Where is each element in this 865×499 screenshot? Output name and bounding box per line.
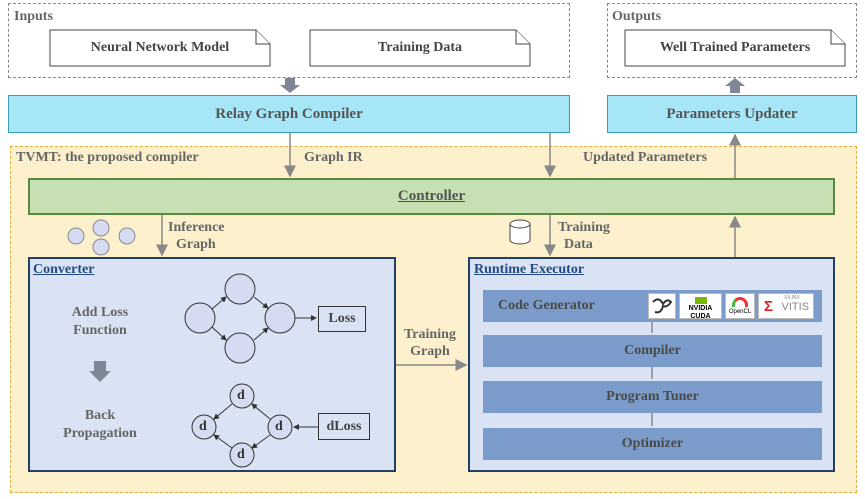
stage-optimizer: Optimizer [483,428,822,460]
converter-title: Converter [33,262,95,277]
grad-node: d [199,419,207,434]
grad-node: d [275,419,283,434]
doc-neural-network-model: Neural Network Model [90,40,230,55]
inference-graph-icon [67,219,136,256]
outputs-box [607,3,857,78]
llvm-logo [648,293,676,319]
backward-graph [191,383,318,468]
inputs-box [8,3,570,78]
doc-well-trained-parameters: Well Trained Parameters [659,40,811,55]
tvm-title: TVMT: the proposed compiler [16,150,199,165]
loss-box: Loss [318,306,366,332]
inputs-title: Inputs [14,9,53,24]
graph-ir-label: Graph IR [304,150,363,165]
updated-parameters-label: Updated Parameters [583,150,708,165]
stage-program-tuner: Program Tuner [483,381,822,413]
parameters-updater: Parameters Updater [607,95,857,133]
grad-node: d [237,388,245,403]
dloss-box: dLoss [318,413,370,440]
runtime-executor-title: Runtime Executor [474,262,585,277]
relay-graph-compiler: Relay Graph Compiler [8,95,570,133]
input-arrow [280,78,300,93]
opencl-logo: OpenCL [725,293,755,319]
grad-node: d [237,447,245,462]
converter-down-arrow [89,361,111,382]
outputs-title: Outputs [612,9,662,24]
doc-training-data: Training Data [377,40,463,55]
document-shapes [49,29,846,67]
database-icon [509,219,531,245]
controller: Controller [28,178,835,215]
stage-compiler: Compiler [483,335,822,367]
forward-graph [184,273,317,364]
output-arrow [725,78,745,93]
